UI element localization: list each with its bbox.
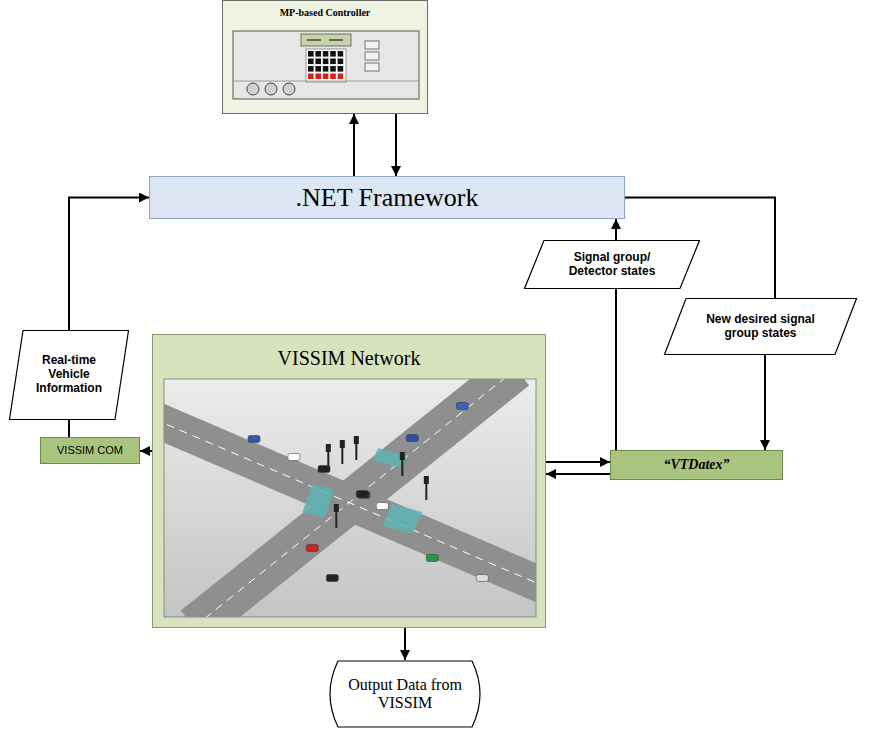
signal-pole	[355, 442, 357, 460]
controller-body	[233, 31, 419, 99]
vehicle	[476, 575, 488, 582]
keypad-key	[338, 66, 344, 72]
keypad-key	[315, 74, 321, 80]
signal-head	[340, 440, 345, 448]
keypad-key	[323, 51, 329, 57]
flow-arrow	[615, 289, 617, 450]
box-label: VISSIM COM	[57, 444, 123, 457]
vehicle	[326, 575, 338, 582]
flow-arrow	[615, 219, 617, 240]
network-illustration	[153, 335, 547, 629]
keypad-key	[330, 51, 336, 57]
controller-box: MP-based Controller	[222, 0, 428, 114]
keypad-key	[308, 59, 314, 65]
parallelogram-shape	[10, 331, 129, 420]
flow-arrow	[404, 628, 406, 660]
flow-arrow	[353, 114, 355, 176]
keypad-key	[330, 59, 336, 65]
flow-arrow	[546, 473, 610, 475]
controller-display	[301, 34, 351, 46]
data-parallelogram: Signal group/ Detector states	[524, 240, 700, 289]
signal-pole	[335, 510, 337, 528]
parallelogram-shape	[525, 241, 700, 289]
box-label: .NET Framework	[296, 183, 479, 213]
interface-box: “VTDatex”	[610, 450, 783, 480]
signal-head	[326, 444, 331, 452]
vehicle	[288, 454, 300, 461]
storage-shape	[330, 661, 480, 727]
vehicle	[376, 503, 388, 510]
side-button	[365, 63, 379, 71]
keypad-key	[315, 51, 321, 57]
keypad-key	[330, 66, 336, 72]
vehicle	[456, 403, 468, 410]
lane-marking	[194, 379, 516, 617]
signal-head	[400, 452, 405, 460]
intersection	[164, 379, 536, 617]
crosswalk	[302, 484, 334, 518]
keypad-key	[308, 66, 314, 72]
keypad-key	[323, 74, 329, 80]
box-label: Real-time Vehicle Information	[29, 354, 109, 395]
data-parallelogram: New desired signal group states	[664, 298, 857, 355]
box-label: Signal group/ Detector states	[552, 251, 672, 279]
signal-head	[424, 476, 429, 484]
keypad-key	[308, 51, 314, 57]
side-button	[365, 41, 379, 49]
signal-pole	[341, 446, 343, 464]
controller-illustration	[223, 1, 429, 115]
panel-divider	[233, 81, 419, 82]
keypad-key	[330, 74, 336, 80]
vehicle	[248, 436, 260, 443]
vehicle	[356, 491, 368, 498]
keypad-key	[308, 74, 314, 80]
vehicle	[406, 435, 418, 442]
control-knob	[247, 83, 259, 95]
display-line	[329, 39, 343, 41]
flow-arrow	[546, 461, 610, 463]
vehicle	[426, 555, 438, 562]
signal-head	[354, 436, 359, 444]
data-parallelogram: Real-time Vehicle Information	[9, 330, 129, 420]
keypad-frame	[306, 49, 346, 82]
flow-arrow	[140, 450, 152, 452]
keypad-key	[323, 66, 329, 72]
road	[164, 419, 536, 587]
side-button	[365, 52, 379, 60]
box-label: New desired signal group states	[694, 313, 827, 341]
signal-pole	[425, 482, 427, 500]
box-label: Output Data from VISSIM	[342, 676, 468, 713]
vehicle	[306, 545, 318, 552]
keypad-key	[323, 59, 329, 65]
keypad-key	[315, 59, 321, 65]
keypad-key	[315, 66, 321, 72]
road	[194, 379, 516, 617]
keypad-key	[338, 59, 344, 65]
vehicle	[318, 466, 330, 473]
box-title: VISSIM Network	[278, 347, 421, 370]
box-title: MP-based Controller	[280, 7, 371, 19]
parallelogram-shape	[665, 299, 857, 355]
flow-arrow	[68, 420, 70, 437]
crosswalk	[372, 448, 406, 468]
flow-arrow	[764, 355, 766, 450]
interface-box: VISSIM COM	[40, 437, 140, 464]
flow-arrow	[69, 198, 149, 331]
keypad-key	[338, 74, 344, 80]
control-knob	[265, 83, 277, 95]
box-label: “VTDatex”	[663, 457, 729, 473]
signal-head	[334, 504, 339, 512]
control-knob	[283, 83, 295, 95]
display-line	[307, 39, 321, 41]
network-box: VISSIM Network	[152, 334, 546, 628]
data-store: Output Data from VISSIM	[324, 660, 486, 728]
signal-pole	[401, 458, 403, 476]
framework-box: .NET Framework	[149, 176, 625, 219]
flow-arrow	[395, 114, 397, 176]
keypad-key	[338, 51, 344, 57]
lane-marking	[164, 419, 536, 587]
